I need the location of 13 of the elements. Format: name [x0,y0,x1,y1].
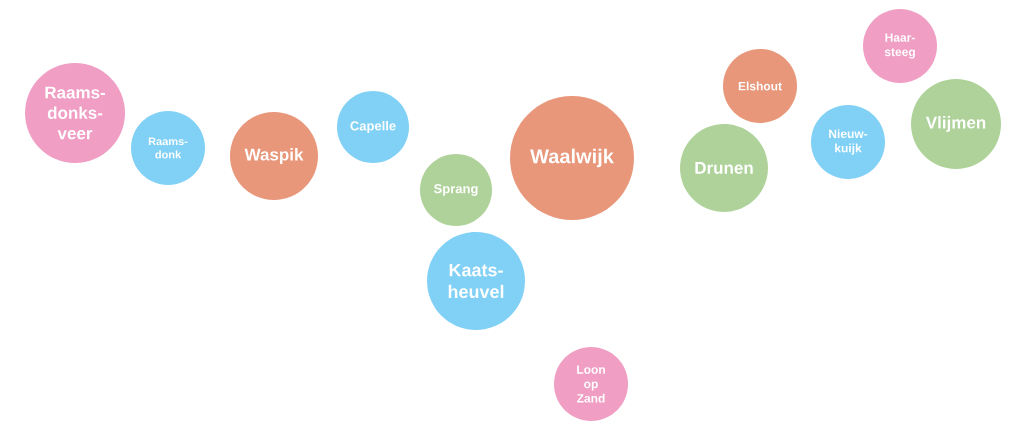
circle-node: Haar- steeg [863,9,937,83]
circle-node: Waalwijk [510,96,634,220]
circle-node: Elshout [723,49,797,123]
circle-node: Raams- donks- veer [25,63,125,163]
circle-node: Sprang [420,154,492,226]
circle-node: Nieuw- kuijk [811,105,885,179]
circle-node: Vlijmen [911,79,1001,169]
circle-node: Loon op Zand [554,347,628,421]
circle-node: Raams- donk [131,111,205,185]
circle-node: Capelle [337,91,409,163]
circle-node: Kaats- heuvel [427,232,525,330]
circle-node: Waspik [230,112,318,200]
circle-node: Drunen [680,124,768,212]
